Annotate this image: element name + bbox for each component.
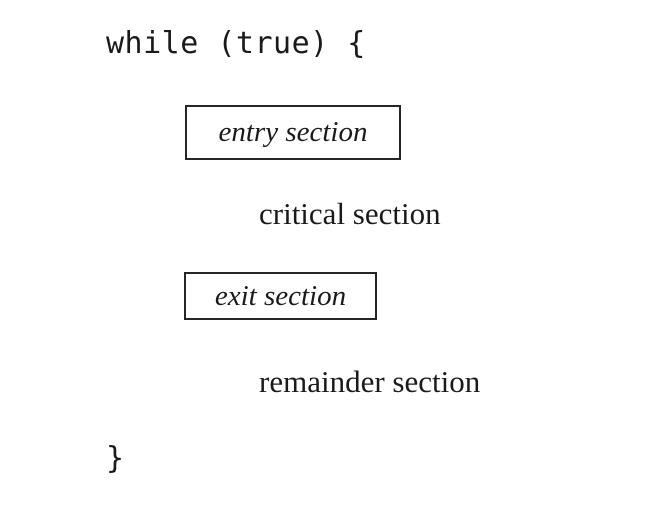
entry-section-label: entry section	[218, 116, 368, 148]
exit-section-label: exit section	[214, 279, 347, 312]
remainder-section-label: remainder section	[259, 364, 481, 399]
while-loop-footer: }	[106, 441, 125, 476]
entry-section-box: entry section	[185, 105, 401, 160]
critical-section-label: critical section	[259, 196, 441, 231]
exit-section-box: exit section	[184, 272, 377, 320]
while-loop-header: while (true) {	[106, 26, 366, 61]
